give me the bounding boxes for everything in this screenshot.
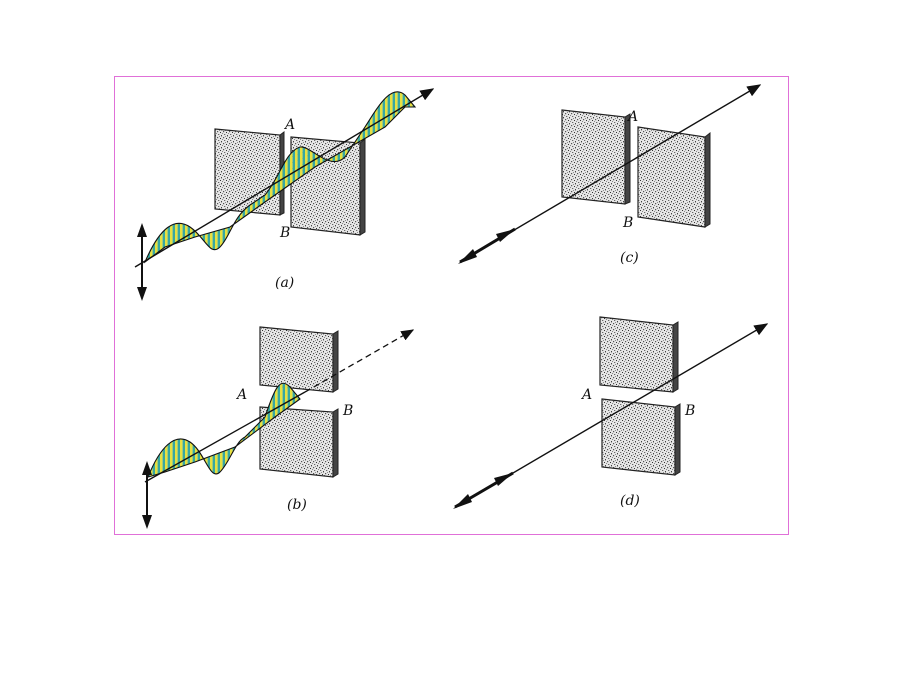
panel-d: A B (d): [453, 316, 769, 509]
panel-b-label-b: B: [342, 403, 353, 419]
panel-a-label-a: A: [283, 117, 295, 133]
panel-c-label-a: A: [626, 109, 638, 125]
panel-c-caption: (c): [620, 250, 639, 266]
panel-a-label-b: B: [279, 225, 290, 241]
panel-d-bottom-slab: [601, 398, 676, 476]
panel-b: A B (b): [142, 326, 415, 529]
panel-b-top-slab: [259, 326, 334, 393]
panel-b-caption: (b): [287, 497, 307, 513]
panel-d-caption: (d): [620, 493, 640, 509]
panel-d-label-b: B: [684, 403, 695, 419]
panel-a: A B (a): [134, 88, 435, 301]
panel-d-top-slab: [599, 316, 674, 393]
panel-a-left-slab: [214, 128, 281, 216]
panel-b-wave: [147, 382, 301, 478]
panel-a-caption: (a): [275, 275, 294, 291]
panel-a-wave: [143, 91, 417, 264]
panel-b-dashed-beam: [304, 329, 415, 393]
panel-b-label-a: A: [235, 387, 247, 403]
panel-c: A B (c): [458, 84, 762, 266]
panel-c-left-slab: [561, 109, 626, 205]
polarization-figure: A B (a) A B (c) A B (b): [114, 76, 789, 535]
panel-c-right-slab: [637, 126, 706, 228]
panel-d-label-a: A: [580, 387, 592, 403]
panel-c-label-b: B: [622, 215, 633, 231]
figure-svg: A B (a) A B (c) A B (b): [134, 84, 769, 529]
